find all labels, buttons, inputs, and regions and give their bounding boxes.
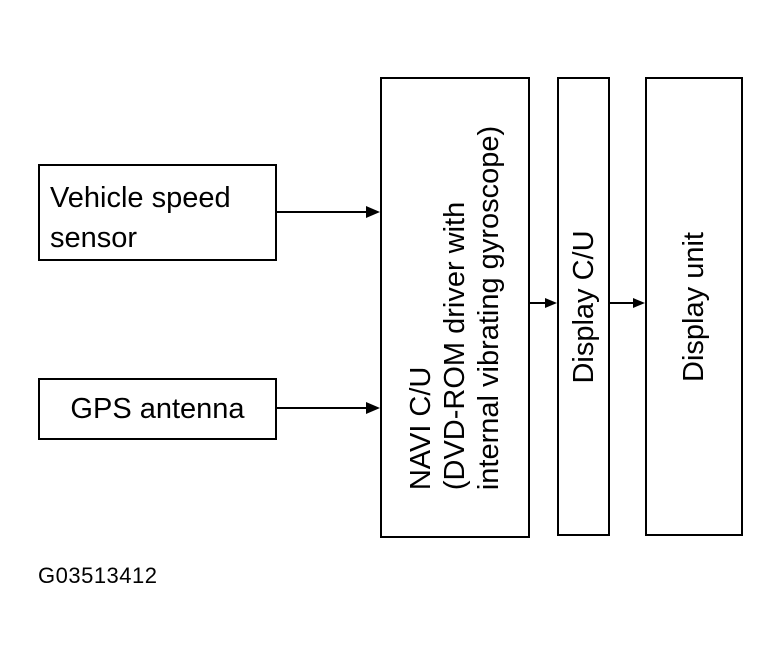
arrowhead-speed-to-navi (366, 206, 380, 218)
vehicle-speed-sensor-block: Vehicle speed sensor (38, 164, 277, 261)
gps-antenna-block: GPS antenna (38, 378, 277, 440)
display-cu-block: Display C/U (557, 77, 610, 536)
display-unit-block: Display unit (645, 77, 743, 536)
vehicle-speed-sensor-label: Vehicle speed sensor (50, 182, 231, 254)
arrowhead-gps-to-navi (366, 402, 380, 414)
arrowhead-navi-to-display-cu (545, 298, 557, 308)
gps-antenna-label: GPS antenna (70, 392, 245, 425)
figure-id: G03513412 (38, 563, 158, 588)
arrowhead-display-cu-to-display-unit (633, 298, 645, 308)
navi-cu-block: NAVI C/U (DVD-ROM driver with internal v… (380, 77, 530, 538)
